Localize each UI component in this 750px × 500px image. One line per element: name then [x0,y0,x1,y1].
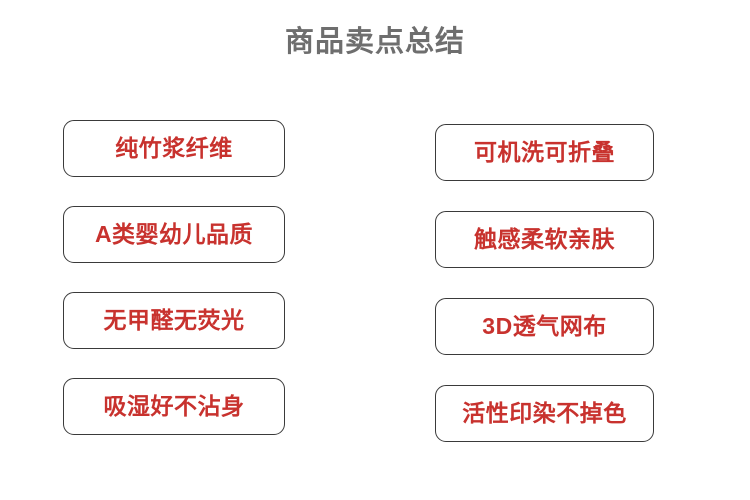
feature-box[interactable]: 无甲醛无荧光 [63,292,285,349]
feature-box[interactable]: 3D透气网布 [435,298,654,355]
feature-label: 可机洗可折叠 [474,139,615,165]
page-title: 商品卖点总结 [284,26,465,58]
feature-label: 3D透气网布 [482,313,607,339]
feature-label: 无甲醛无荧光 [103,307,245,333]
feature-box[interactable]: 触感柔软亲肤 [435,211,654,268]
feature-label: 触感柔软亲肤 [474,226,615,252]
feature-box[interactable]: 吸湿好不沾身 [63,378,285,435]
feature-grid: 纯竹浆纤维 A类婴幼儿品质 无甲醛无荧光 吸湿好不沾身 可机洗可折叠 触感柔软亲… [0,120,750,480]
feature-column-right: 可机洗可折叠 触感柔软亲肤 3D透气网布 活性印染不掉色 [435,124,654,442]
feature-box[interactable]: 活性印染不掉色 [435,385,654,442]
feature-label: 纯竹浆纤维 [115,135,233,161]
feature-label: 活性印染不掉色 [462,400,627,426]
feature-column-left: 纯竹浆纤维 A类婴幼儿品质 无甲醛无荧光 吸湿好不沾身 [63,120,285,435]
feature-box[interactable]: 纯竹浆纤维 [63,120,285,177]
feature-label: A类婴幼儿品质 [94,221,254,247]
feature-box[interactable]: 可机洗可折叠 [435,124,654,181]
feature-box[interactable]: A类婴幼儿品质 [63,206,285,263]
feature-label: 吸湿好不沾身 [103,393,245,419]
